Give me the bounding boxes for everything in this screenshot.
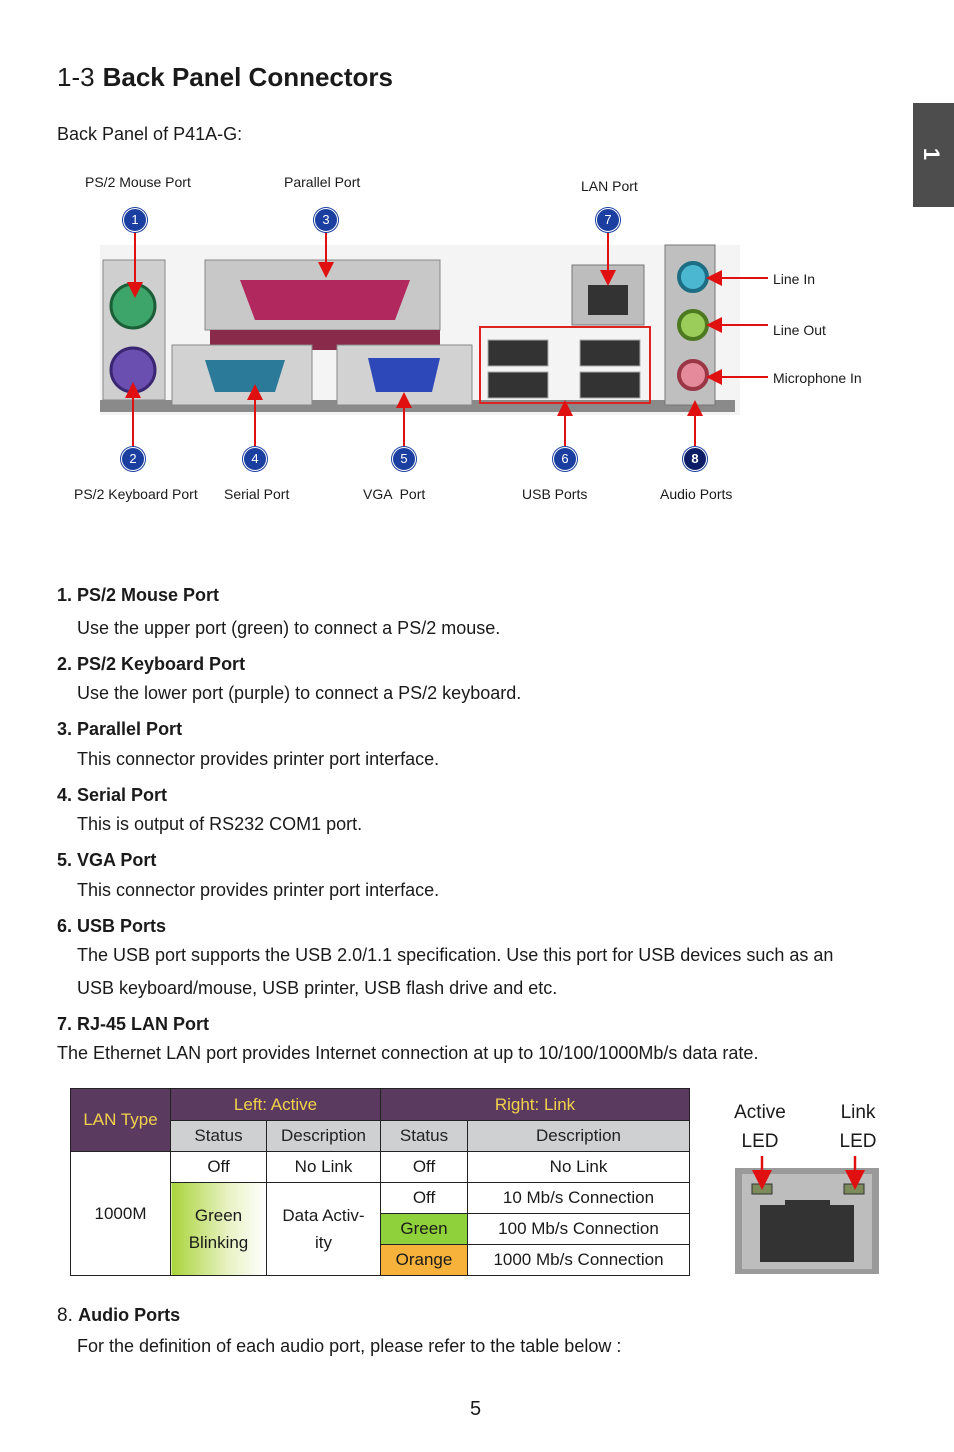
- section-body-6a: The USB port supports the USB 2.0/1.1 sp…: [77, 945, 834, 965]
- section-heading-4: 4. Serial Port: [57, 785, 168, 805]
- badge-2: 2: [121, 447, 145, 471]
- orange-status-cell: Orange: [380, 1244, 468, 1276]
- badge-6: 6: [553, 447, 577, 471]
- table-cell: Off: [170, 1151, 267, 1183]
- left-description-header: Description: [266, 1120, 381, 1152]
- right-description-header: Description: [467, 1120, 690, 1152]
- label-ps2-mouse-port: PS/2 Mouse Port: [85, 174, 191, 190]
- active-led-line1: Active: [734, 1102, 786, 1123]
- vga-port: [368, 358, 440, 392]
- line-in-jack: [677, 261, 709, 293]
- data-activity-line2: ity: [315, 1233, 332, 1252]
- badge-8: 8: [683, 447, 707, 471]
- label-lan-port: LAN Port: [581, 178, 638, 194]
- label-serial-port: Serial Port: [224, 486, 290, 502]
- lan-led-table: LAN Type Left: Active Right: Link Status…: [70, 1088, 690, 1276]
- chapter-number: 1: [919, 147, 945, 161]
- left-active-header: Left: Active: [170, 1088, 381, 1121]
- active-led: [751, 1183, 773, 1195]
- section-title: Back Panel Connectors: [102, 62, 394, 92]
- lan-port-led-image: [735, 1156, 879, 1274]
- table-cell: Off: [380, 1182, 468, 1214]
- section-heading-6: 6. USB Ports: [57, 916, 167, 936]
- green-blinking-line2: Blinking: [188, 1233, 249, 1252]
- label-line-out: Line Out: [773, 322, 826, 338]
- right-link-header: Right: Link: [380, 1088, 690, 1121]
- data-activity-cell: Data Activ- ity: [266, 1182, 381, 1276]
- section-number: 1-3: [57, 62, 95, 92]
- table-cell: 1000 Mb/s Connection: [467, 1244, 690, 1276]
- section-heading-3: 3. Parallel Port: [57, 719, 183, 739]
- section-heading-8: 8. Audio Ports: [57, 1305, 180, 1327]
- speed-cell: 1000M: [70, 1151, 171, 1276]
- section-8-number: 8.: [57, 1305, 73, 1326]
- chapter-tab: 1: [913, 103, 954, 207]
- badge-5: 5: [392, 447, 416, 471]
- link-led-label: Link LED: [836, 1098, 880, 1156]
- green-blinking-cell: Green Blinking: [170, 1182, 267, 1276]
- section-body-4: This is output of RS232 COM1 port.: [77, 814, 363, 834]
- section-heading-7: 7. RJ-45 LAN Port: [57, 1014, 210, 1034]
- badge-1: 1: [123, 208, 147, 232]
- label-vga-port: VGA Port: [363, 486, 426, 502]
- label-line-in: Line In: [773, 271, 816, 287]
- green-blinking-line1: Green: [194, 1206, 243, 1225]
- badge-3: 3: [314, 208, 338, 232]
- table-cell: No Link: [467, 1151, 690, 1183]
- back-panel-diagram: [100, 231, 768, 446]
- right-status-header: Status: [380, 1120, 468, 1152]
- data-activity-line1: Data Activ-: [282, 1206, 365, 1225]
- microphone-in-jack: [677, 359, 709, 391]
- parallel-port: [240, 280, 410, 320]
- table-cell: 100 Mb/s Connection: [467, 1213, 690, 1245]
- section-body-5: This connector provides printer port int…: [77, 880, 440, 900]
- link-led: [843, 1183, 865, 1195]
- lan-type-header: LAN Type: [70, 1088, 171, 1152]
- ps2-mouse-port: [109, 282, 157, 330]
- left-status-header: Status: [170, 1120, 267, 1152]
- label-ps2-keyboard-port: PS/2 Keyboard Port: [74, 486, 198, 502]
- link-led-line1: Link: [840, 1102, 876, 1123]
- table-cell: No Link: [266, 1151, 381, 1183]
- section-body-2: Use the lower port (purple) to connect a…: [77, 683, 522, 703]
- section-body-7: The Ethernet LAN port provides Internet …: [57, 1043, 759, 1063]
- section-body-6b: USB keyboard/mouse, USB printer, USB fla…: [77, 978, 558, 998]
- green-status-cell: Green: [380, 1213, 468, 1245]
- section-body-8: For the definition of each audio port, p…: [77, 1336, 622, 1356]
- section-heading-2: 2. PS/2 Keyboard Port: [57, 654, 246, 674]
- table-cell: 10 Mb/s Connection: [467, 1182, 690, 1214]
- active-led-line2: LED: [741, 1131, 779, 1152]
- label-microphone-in: Microphone In: [773, 370, 862, 386]
- table-cell: Off: [380, 1151, 468, 1183]
- serial-port: [205, 360, 285, 392]
- section-body-3: This connector provides printer port int…: [77, 749, 440, 769]
- section-heading-5: 5. VGA Port: [57, 850, 157, 870]
- page-number: 5: [470, 1398, 482, 1420]
- label-audio-ports: Audio Ports: [660, 486, 733, 502]
- intro-text: Back Panel of P41A-G:: [57, 124, 243, 144]
- badge-7: 7: [596, 208, 620, 232]
- active-led-label: Active LED: [733, 1098, 787, 1156]
- badge-4: 4: [243, 447, 267, 471]
- section-body-1: Use the upper port (green) to connect a …: [77, 618, 501, 638]
- ps2-keyboard-port: [109, 346, 157, 394]
- link-led-line2: LED: [839, 1131, 877, 1152]
- line-out-jack: [677, 309, 709, 341]
- label-parallel-port: Parallel Port: [284, 174, 361, 190]
- label-usb-ports: USB Ports: [522, 486, 588, 502]
- section-heading-1: 1. PS/2 Mouse Port: [57, 585, 220, 605]
- section-8-title: Audio Ports: [78, 1305, 181, 1325]
